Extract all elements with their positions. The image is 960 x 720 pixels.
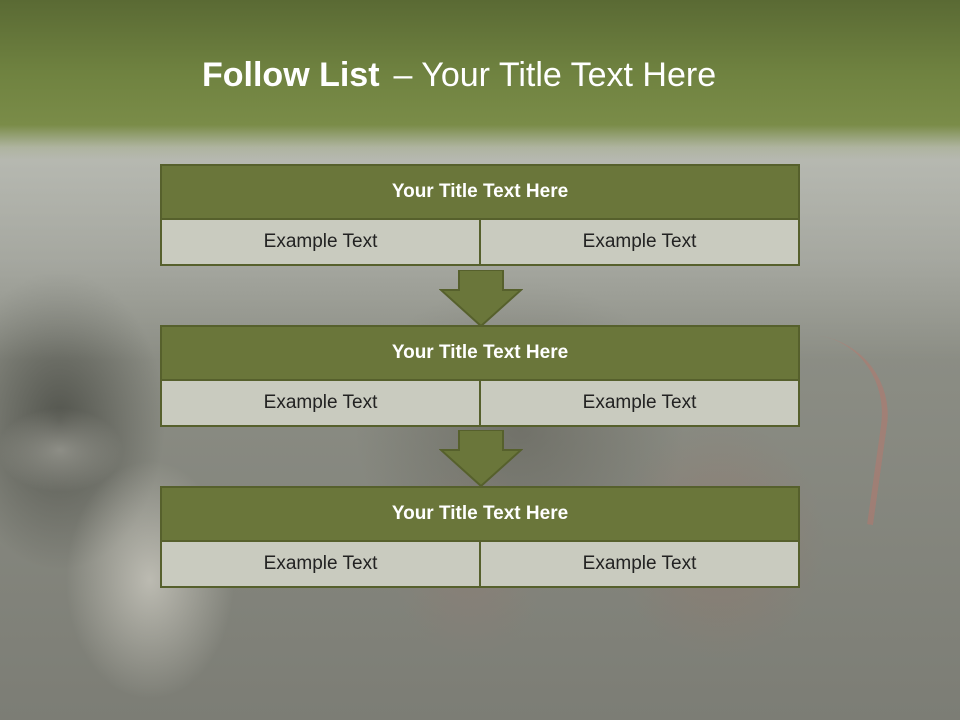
step-row: Example Text Example Text [160,540,800,588]
step-title: Your Title Text Here [160,164,800,220]
down-arrow-icon [439,430,523,488]
step-right-text: Example Text [479,540,800,588]
header-band [0,0,960,160]
down-arrow-icon [439,270,523,328]
title-rest: – Your Title Text Here [393,56,717,94]
step-title: Your Title Text Here [160,325,800,381]
title-bold: Follow List [202,56,380,94]
step-left-text: Example Text [160,218,481,266]
follow-step-2: Your Title Text Here Example Text Exampl… [160,325,800,427]
step-row: Example Text Example Text [160,218,800,266]
step-right-text: Example Text [479,379,800,427]
step-title: Your Title Text Here [160,486,800,542]
step-left-text: Example Text [160,379,481,427]
follow-step-1: Your Title Text Here Example Text Exampl… [160,164,800,266]
slide-title: Follow List – Your Title Text Here [202,56,716,95]
step-left-text: Example Text [160,540,481,588]
step-row: Example Text Example Text [160,379,800,427]
step-right-text: Example Text [479,218,800,266]
follow-step-3: Your Title Text Here Example Text Exampl… [160,486,800,588]
